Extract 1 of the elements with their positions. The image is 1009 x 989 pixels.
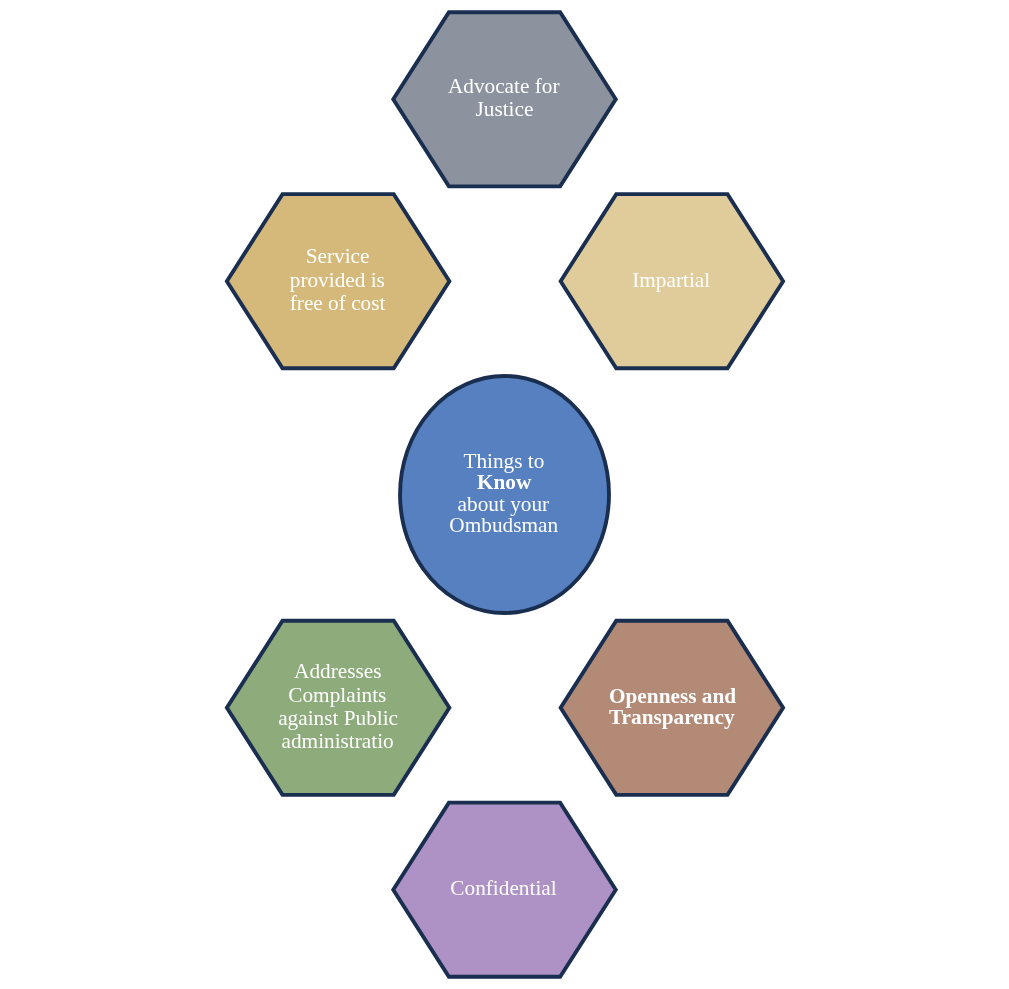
node-ellipse: Things to Know about your Ombudsman bbox=[397, 374, 611, 615]
